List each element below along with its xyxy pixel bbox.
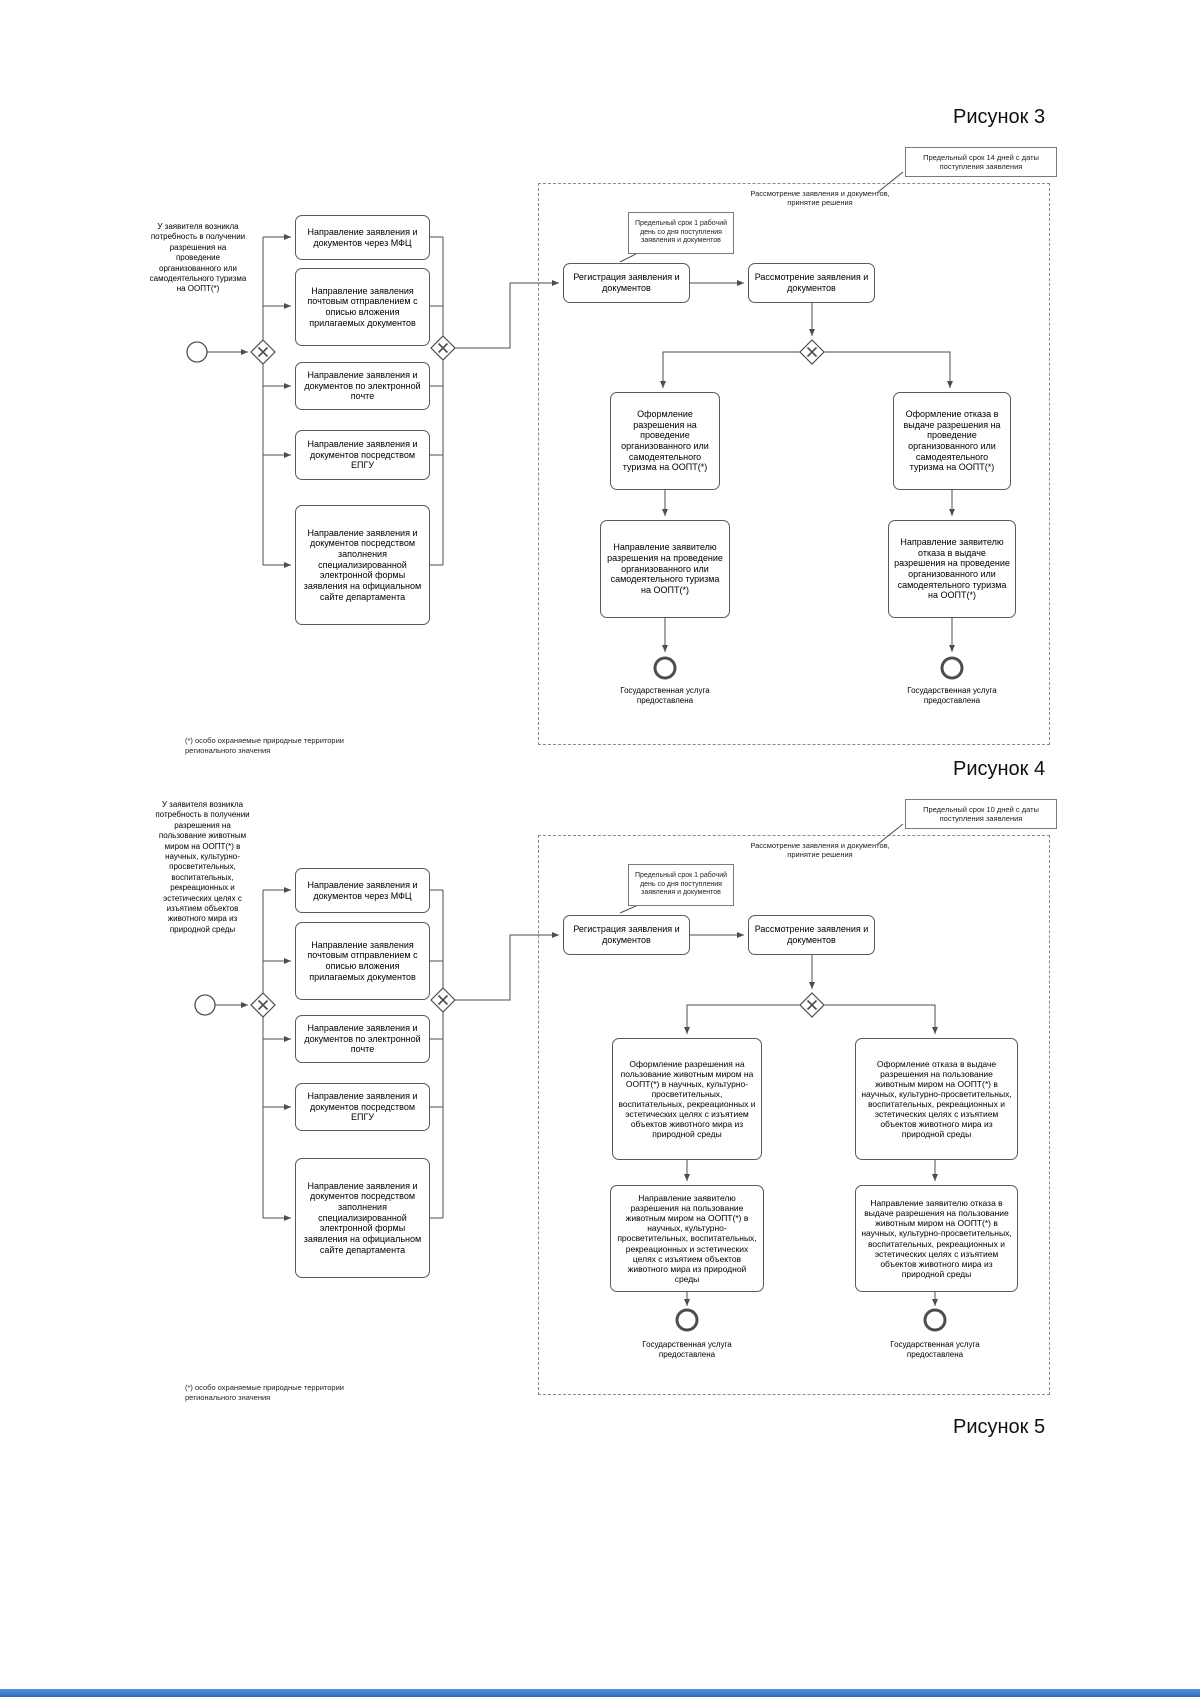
xor-gateway-icon	[430, 987, 456, 1013]
d1-deadline-annotation: Предельный срок 14 дней с даты поступлен…	[905, 147, 1057, 177]
end-event-icon	[675, 1308, 699, 1332]
d1-process-container	[538, 183, 1050, 745]
xor-gateway-icon	[799, 992, 825, 1018]
d2-task-send-permit: Направление заявителю разрешения на поль…	[610, 1185, 764, 1292]
d2-task-send-refusal: Направление заявителю отказа в выдаче ра…	[855, 1185, 1018, 1292]
d1-channel-email: Направление заявления и документов по эл…	[295, 362, 430, 410]
end-event-icon	[653, 656, 677, 680]
bottom-edge-bar	[0, 1689, 1200, 1697]
d2-task-review: Рассмотрение заявления и документов	[748, 915, 875, 955]
d1-container-title: Рассмотрение заявления и документов, при…	[750, 189, 890, 208]
d1-footnote: (*) особо охраняемые природные территори…	[185, 736, 344, 756]
d1-task-send-refusal: Направление заявителю отказа в выдаче ра…	[888, 520, 1016, 618]
d1-registration-annotation: Предельный срок 1 рабочий день со дня по…	[628, 212, 734, 254]
d1-task-issue-permit: Оформление разрешения на проведение орга…	[610, 392, 720, 490]
d1-task-issue-refusal: Оформление отказа в выдаче разрешения на…	[893, 392, 1011, 490]
d2-deadline-annotation: Предельный срок 10 дней с даты поступлен…	[905, 799, 1057, 829]
d2-channel-epgu: Направление заявления и документов посре…	[295, 1083, 430, 1131]
start-event-icon	[186, 341, 208, 363]
d2-end-label-left: Государственная услуга предоставлена	[642, 1340, 732, 1359]
d1-start-text: У заявителя возникла потребность в получ…	[149, 222, 247, 294]
end-event-icon	[923, 1308, 947, 1332]
d2-task-registration: Регистрация заявления и документов	[563, 915, 690, 955]
d2-channel-email: Направление заявления и документов по эл…	[295, 1015, 430, 1063]
d1-end-label-left: Государственная услуга предоставлена	[620, 686, 710, 705]
d2-channel-website-form: Направление заявления и документов посре…	[295, 1158, 430, 1278]
d2-task-issue-permit: Оформление разрешения на пользование жив…	[612, 1038, 762, 1160]
xor-gateway-icon	[250, 992, 276, 1018]
d1-end-label-right: Государственная услуга предоставлена	[907, 686, 997, 705]
figure-5-label: Рисунок 5	[953, 1416, 1046, 1438]
figure-3-label: Рисунок 3	[953, 106, 1046, 128]
d2-start-text: У заявителя возникла потребность в получ…	[155, 800, 250, 934]
d1-channel-mfc: Направление заявления и документов через…	[295, 215, 430, 260]
d1-channel-post: Направление заявления почтовым отправлен…	[295, 268, 430, 346]
d2-channel-mfc: Направление заявления и документов через…	[295, 868, 430, 913]
d2-footnote: (*) особо охраняемые природные территори…	[185, 1383, 344, 1403]
d1-task-send-permit: Направление заявителю разрешения на пров…	[600, 520, 730, 618]
d2-sequence-flows	[215, 823, 938, 1306]
d1-channel-epgu: Направление заявления и документов посре…	[295, 430, 430, 480]
d1-task-review: Рассмотрение заявления и документов	[748, 263, 875, 303]
xor-gateway-icon	[799, 339, 825, 365]
end-event-icon	[940, 656, 964, 680]
d2-channel-post: Направление заявления почтовым отправлен…	[295, 922, 430, 1000]
xor-gateway-icon	[430, 335, 456, 361]
d1-channel-website-form: Направление заявления и документов посре…	[295, 505, 430, 625]
figure-4-label: Рисунок 4	[953, 758, 1046, 780]
d1-sequence-flows	[207, 171, 955, 652]
d2-registration-annotation: Предельный срок 1 рабочий день со дня по…	[628, 864, 734, 906]
xor-gateway-icon	[250, 339, 276, 365]
d2-container-title: Рассмотрение заявления и документов, при…	[750, 841, 890, 860]
d1-task-registration: Регистрация заявления и документов	[563, 263, 690, 303]
d2-end-label-right: Государственная услуга предоставлена	[890, 1340, 980, 1359]
d2-process-container	[538, 835, 1050, 1395]
start-event-icon	[194, 994, 216, 1016]
d2-task-issue-refusal: Оформление отказа в выдаче разрешения на…	[855, 1038, 1018, 1160]
